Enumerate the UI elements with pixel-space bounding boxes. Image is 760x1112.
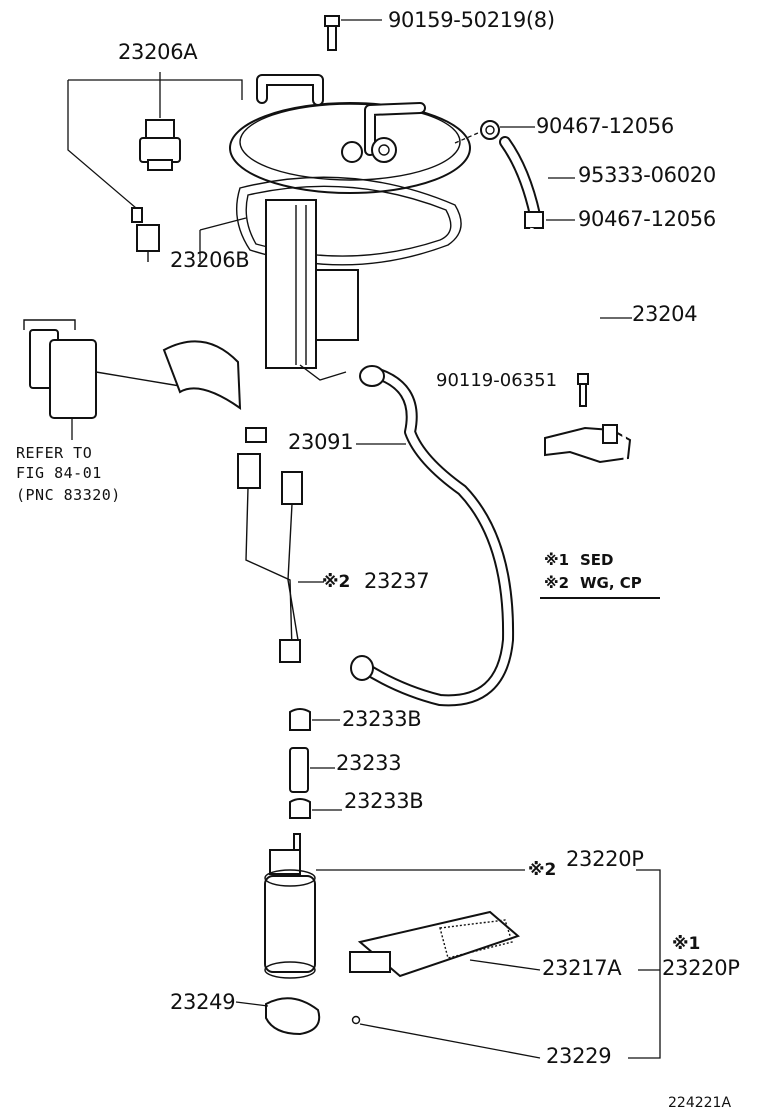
main-hose-drawing [350,365,515,707]
pump-2-mark: ※2 [528,860,557,880]
note-2-mark: ※2 [544,574,570,592]
note-1-text: SED [580,551,614,569]
figure-id: 224221A [668,1095,732,1111]
label-ring: 23229 [546,1044,612,1068]
note-1-mark: ※1 [544,551,570,569]
bolt-drawing [324,15,382,51]
harness-mark: ※2 [322,572,351,592]
pump-clip-drawing [235,997,321,1036]
label-bolt: 90159-50219(8) [388,8,555,32]
note-2-text: WG, CP [580,574,642,592]
fuel-pump-drawing [264,833,661,1059]
pump-1-mark: ※1 [672,934,701,954]
label-clamp-bottom: 90467-12056 [578,207,716,231]
reference-line-3: (PNC 83320) [16,486,121,504]
fuel-level-gauge-drawing [23,319,242,440]
sender-plate-drawing [229,74,471,194]
label-cushion: 23233 [336,751,402,775]
label-grommet-bottom: 23233B [344,789,424,813]
label-hose-main: 23091 [288,430,354,454]
label-harness: 23237 [364,569,430,593]
label-clamp-top: 90467-12056 [536,114,674,138]
pipe-and-hose-drawing [454,120,632,499]
label-pump-clip: 23249 [170,990,236,1014]
screw-drawing [544,373,632,464]
label-sender-assy: 23206A [118,40,198,64]
label-grommet-top: 23233B [342,707,422,731]
reference-line-2: FIG 84-01 [16,464,102,482]
sender-gauge-drawing [67,72,243,262]
label-hose-small: 95333-06020 [578,163,716,187]
label-pump-1: 23220P [662,956,740,980]
fuel-filter-drawing [349,910,660,978]
wire-harness-drawing [237,427,324,663]
label-filter: 23217A [542,956,622,980]
label-pipe: 23204 [632,302,698,326]
reference-line-1: REFER TO [16,444,93,462]
grommet-drawing [289,708,342,819]
label-screw: 90119-06351 [436,370,558,391]
label-pump-2: 23220P [566,847,644,871]
ring-drawing [351,1015,541,1059]
label-bracket: 23206B [170,248,250,272]
bracket-drawing [199,176,462,381]
